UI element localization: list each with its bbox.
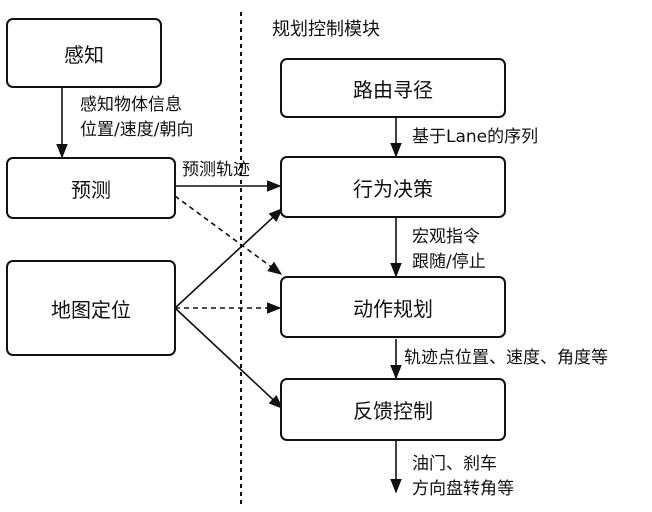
motion-box: 动作规划 [280,276,506,338]
localization-label: 地图定位 [51,297,131,322]
prediction-box: 预测 [6,157,176,219]
localization-box: 地图定位 [6,260,176,356]
perception-label: 感知 [64,42,104,67]
behavior-label: 行为决策 [353,176,433,201]
control-output-label-1: 油门、刹车 [412,454,497,474]
motion-label: 动作规划 [353,296,433,321]
module-title: 规划控制模块 [272,19,380,40]
routing-box: 路由寻径 [280,58,506,118]
macro-instruction-label-2: 跟随/停止 [412,252,486,272]
predicted-trajectory-label: 预测轨迹 [182,160,250,180]
arrow-prediction-to-motion [174,195,283,275]
lane-sequence-label: 基于Lane的序列 [412,127,539,147]
feedback-label: 反馈控制 [353,399,433,423]
trajectory-points-label: 轨迹点位置、速度、角度等 [404,348,608,368]
routing-label: 路由寻径 [353,77,433,102]
prediction-label: 预测 [71,177,111,202]
arrow-localization-to-behavior [174,208,284,309]
perception-info-label-2: 位置/速度/朝向 [80,120,194,140]
perception-info-label-1: 感知物体信息 [80,95,182,115]
arrow-localization-to-feedback [174,307,284,409]
control-output-label-2: 方向盘转角等 [412,479,514,499]
feedback-box: 反馈控制 [280,378,506,441]
behavior-box: 行为决策 [280,156,506,218]
perception-box: 感知 [6,18,162,88]
macro-instruction-label-1: 宏观指令 [412,227,480,247]
